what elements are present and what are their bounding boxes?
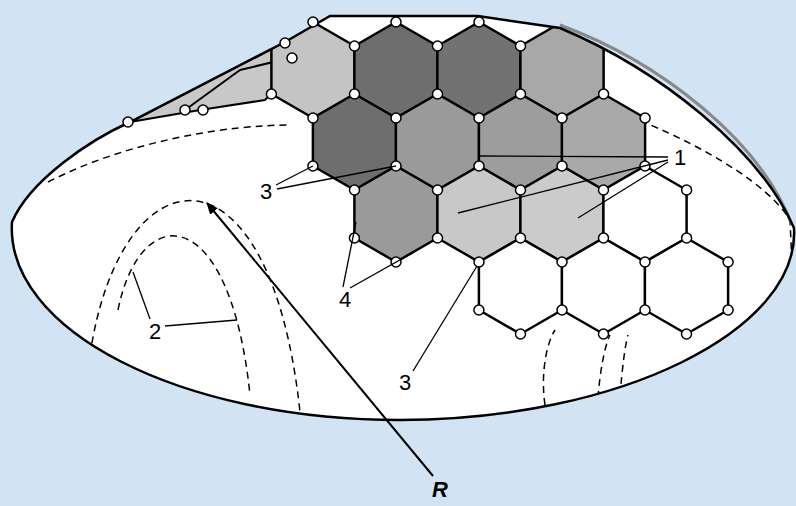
vertex-node bbox=[433, 89, 443, 99]
callout-number: 2 bbox=[149, 321, 161, 343]
vertex-node bbox=[599, 329, 609, 339]
vertex-node bbox=[349, 233, 359, 243]
vertex-node bbox=[640, 257, 650, 267]
vertex-node bbox=[474, 161, 484, 171]
vertex-node bbox=[682, 185, 692, 195]
vertex-node bbox=[557, 257, 567, 267]
vertex-node bbox=[516, 89, 526, 99]
vertex-node bbox=[474, 113, 484, 123]
vertex-node bbox=[516, 233, 526, 243]
vertex-node bbox=[180, 105, 190, 115]
leader-line bbox=[578, 162, 668, 218]
leader-line bbox=[133, 272, 150, 319]
leader-line bbox=[276, 166, 313, 185]
rim-curve bbox=[560, 25, 792, 225]
vertex-node bbox=[599, 185, 609, 195]
vertex-node bbox=[516, 41, 526, 51]
leader-line bbox=[413, 266, 477, 371]
hex-tile bbox=[645, 238, 728, 334]
vertex-node bbox=[266, 89, 276, 99]
dashed-meridian bbox=[48, 125, 290, 182]
vertex-node bbox=[433, 233, 443, 243]
vertex-node bbox=[557, 305, 567, 315]
vertex-node bbox=[557, 113, 567, 123]
vertex-node bbox=[391, 17, 401, 27]
vertex-node bbox=[350, 185, 360, 195]
vertex-node bbox=[599, 89, 609, 99]
callout-number: 3 bbox=[399, 372, 411, 394]
leader-line bbox=[458, 160, 668, 213]
vertex-node bbox=[516, 185, 526, 195]
vertex-node bbox=[640, 113, 650, 123]
dashed-meridian bbox=[543, 330, 555, 405]
hex-tile bbox=[354, 166, 437, 262]
radius-label: R bbox=[432, 479, 448, 501]
vertex-node bbox=[682, 233, 692, 243]
dome-outline bbox=[12, 16, 794, 420]
hex-tile bbox=[479, 238, 562, 334]
vertex-node bbox=[474, 305, 484, 315]
vertex-node bbox=[682, 329, 692, 339]
leader-line bbox=[480, 156, 668, 157]
dashed-meridian bbox=[598, 335, 610, 398]
hex-tile bbox=[562, 238, 645, 334]
vertex-node bbox=[198, 105, 208, 115]
vertex-node bbox=[599, 233, 609, 243]
dashed-meridian bbox=[90, 201, 300, 412]
vertex-node bbox=[723, 257, 733, 267]
vertex-node bbox=[433, 41, 443, 51]
vertex-node bbox=[516, 329, 526, 339]
vertex-node bbox=[474, 17, 484, 27]
vertex-node bbox=[287, 53, 297, 63]
vertex-node bbox=[723, 305, 733, 315]
vertex-node bbox=[433, 185, 443, 195]
vertex-node bbox=[391, 113, 401, 123]
vertex-node bbox=[123, 117, 133, 127]
dome-surface bbox=[12, 16, 794, 420]
vertex-node bbox=[350, 89, 360, 99]
vertex-node bbox=[350, 41, 360, 51]
vertex-node bbox=[280, 38, 290, 48]
vertex-node bbox=[640, 305, 650, 315]
dashed-meridian bbox=[118, 236, 250, 395]
callout-number: 1 bbox=[674, 147, 686, 169]
leader-line bbox=[165, 320, 237, 326]
vertex-node bbox=[474, 257, 484, 267]
callout-number: 3 bbox=[260, 181, 272, 203]
radius-arrow bbox=[207, 203, 433, 476]
leader-line bbox=[350, 252, 414, 288]
leader-line bbox=[343, 222, 356, 287]
vertex-node bbox=[308, 17, 318, 27]
vertex-node bbox=[308, 113, 318, 123]
callout-number: 4 bbox=[339, 289, 351, 311]
vertex-node bbox=[557, 161, 567, 171]
leader-line bbox=[277, 166, 396, 189]
